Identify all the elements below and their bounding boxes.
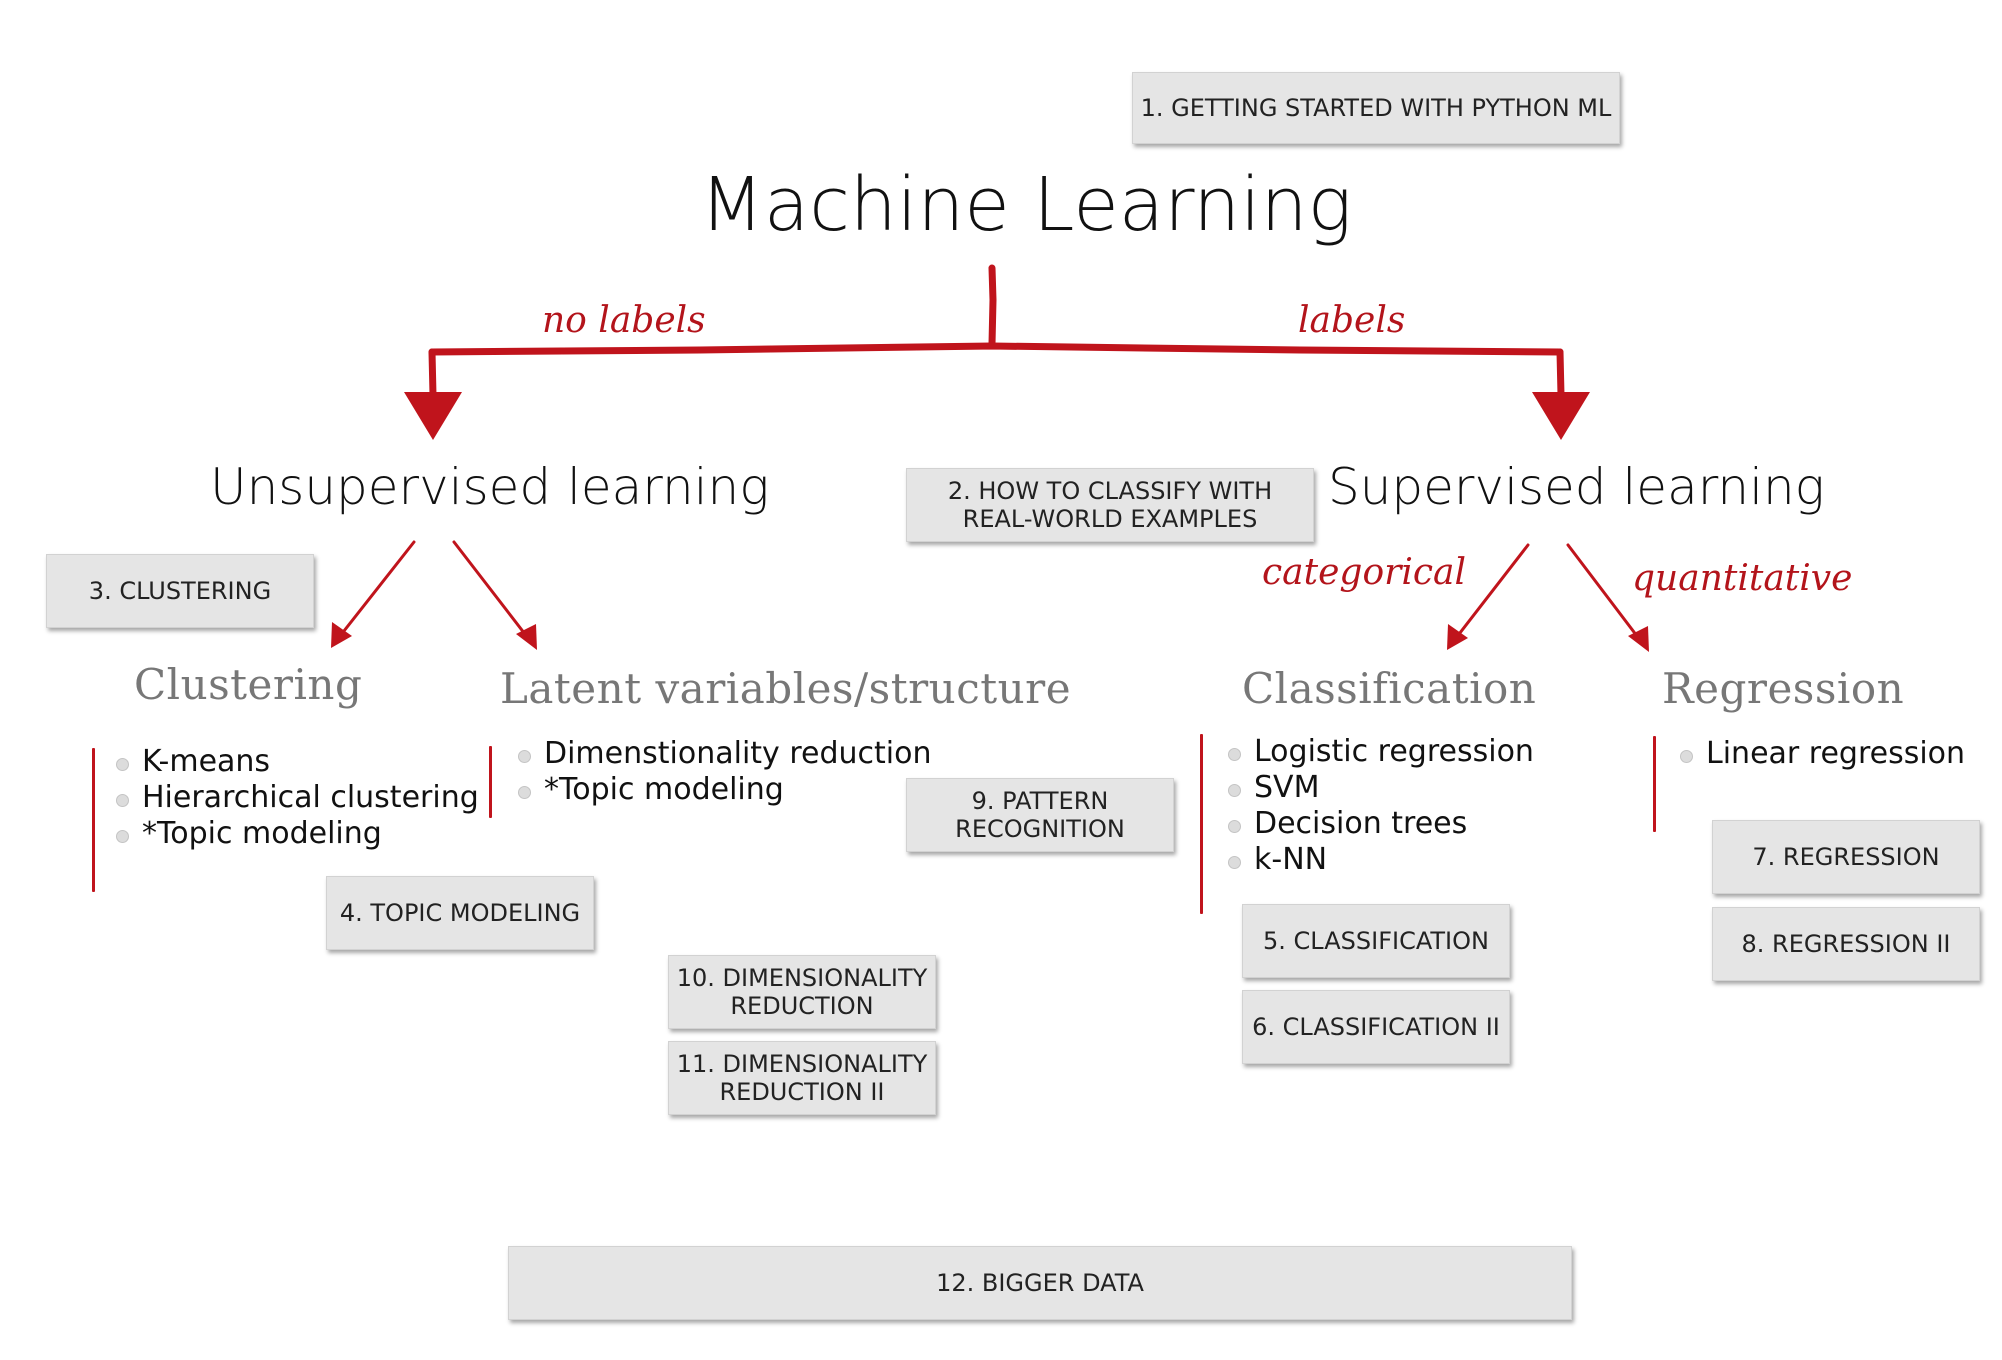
arrow-head-regression	[1628, 626, 1649, 652]
latent-subheading: Latent variables/structure	[500, 664, 1072, 713]
chapter-10-box[interactable]: 10. DIMENSIONALITY REDUCTION	[668, 955, 936, 1029]
labels-annotation: labels	[1298, 300, 1406, 341]
unsupervised-heading: Unsupervised learning	[210, 458, 770, 516]
list-item: SVM	[1226, 770, 1534, 806]
clustering-subheading: Clustering	[134, 660, 363, 709]
left-arrow-head	[404, 392, 462, 440]
list-item: Linear regression	[1678, 736, 1965, 772]
right-arrow-head	[1532, 392, 1590, 440]
categorical-annotation: categorical	[1262, 552, 1466, 593]
chapter-12-box[interactable]: 12. BIGGER DATA	[508, 1246, 1572, 1320]
left-drop-line	[428, 348, 437, 399]
clustering-list-marker	[92, 748, 95, 892]
chapter-6-box[interactable]: 6. CLASSIFICATION II	[1242, 990, 1510, 1064]
chapter-4-box[interactable]: 4. TOPIC MODELING	[326, 876, 594, 950]
list-item: k-NN	[1226, 842, 1534, 878]
classification-subheading: Classification	[1242, 664, 1537, 713]
no-labels-annotation: no labels	[542, 300, 706, 341]
arrow-head-latent	[516, 624, 537, 650]
list-item: *Topic modeling	[516, 772, 931, 808]
latent-list-marker	[489, 746, 492, 818]
arrow-head-clustering	[331, 622, 352, 648]
classification-list: Logistic regression SVM Decision trees k…	[1226, 734, 1534, 878]
latent-list: Dimenstionality reduction *Topic modelin…	[516, 736, 931, 808]
arrow-head-classification	[1447, 624, 1468, 650]
clustering-list: K-means Hierarchical clustering *Topic m…	[114, 744, 479, 852]
regression-list: Linear regression	[1678, 736, 1965, 772]
list-item: Dimenstionality reduction	[516, 736, 931, 772]
list-item: *Topic modeling	[114, 816, 479, 852]
chapter-2-box[interactable]: 2. HOW TO CLASSIFY WITH REAL-WORLD EXAMP…	[906, 468, 1314, 542]
chapter-1-box[interactable]: 1. GETTING STARTED WITH PYTHON ML	[1132, 72, 1620, 144]
classification-list-marker	[1200, 734, 1203, 914]
regression-subheading: Regression	[1662, 664, 1905, 713]
arrow-to-clustering	[338, 540, 416, 638]
chapter-9-box[interactable]: 9. PATTERN RECOGNITION	[906, 778, 1174, 852]
right-drop-line	[1556, 348, 1565, 399]
chapter-7-box[interactable]: 7. REGRESSION	[1712, 820, 1980, 894]
chapter-3-box[interactable]: 3. CLUSTERING	[46, 554, 314, 628]
page-title: Machine Learning	[700, 162, 1352, 248]
regression-list-marker	[1653, 736, 1656, 832]
chapter-5-box[interactable]: 5. CLASSIFICATION	[1242, 904, 1510, 978]
supervised-heading: Supervised learning	[1328, 458, 1825, 516]
list-item: Logistic regression	[1226, 734, 1534, 770]
list-item: Hierarchical clustering	[114, 780, 479, 816]
arrow-to-regression	[1566, 543, 1642, 642]
chapter-11-box[interactable]: 11. DIMENSIONALITY REDUCTION II	[668, 1041, 936, 1115]
branch-bar	[428, 342, 1564, 356]
list-item: K-means	[114, 744, 479, 780]
quantitative-annotation: quantitative	[1632, 558, 1853, 599]
arrow-to-classification	[1454, 543, 1530, 640]
trunk-line	[988, 264, 997, 348]
list-item: Decision trees	[1226, 806, 1534, 842]
chapter-8-box[interactable]: 8. REGRESSION II	[1712, 907, 1980, 981]
arrow-to-latent	[452, 540, 530, 640]
